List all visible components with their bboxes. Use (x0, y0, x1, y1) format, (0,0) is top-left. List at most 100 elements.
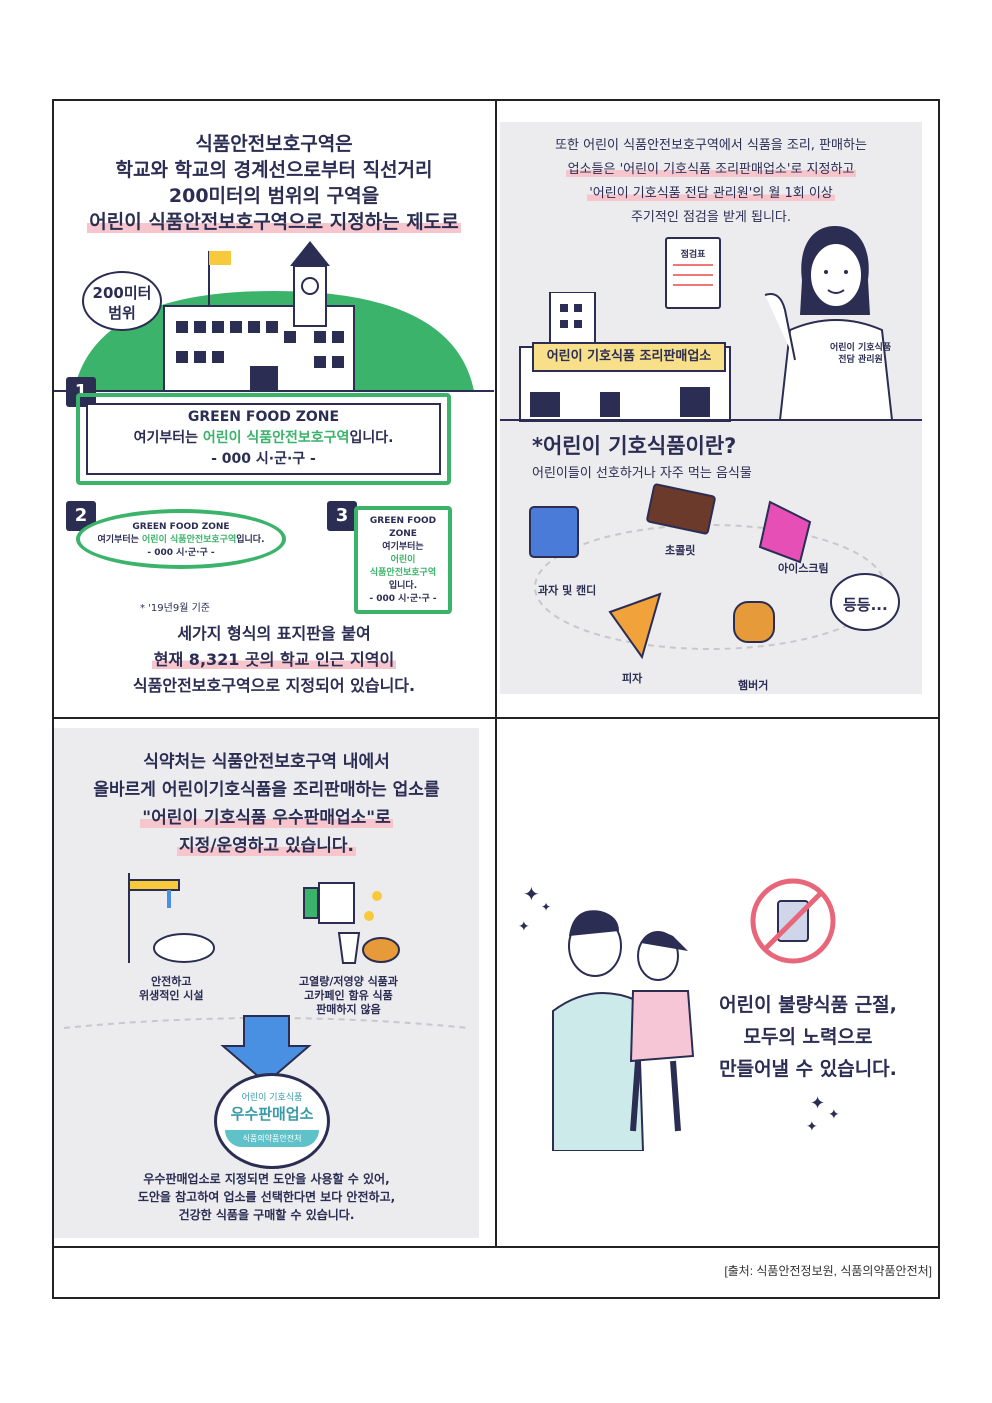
panel-safety-zone: 식품안전보호구역은 학교와 학교의 경계선으로부터 직선거리 200미터의 범위… (54, 101, 494, 716)
sign-title: GREEN FOOD ZONE (187, 409, 340, 425)
bubble-line: 범위 (108, 304, 136, 322)
food-etc-label: 등등... (843, 596, 888, 614)
sign1-frame: GREEN FOOD ZONE 여기부터는 어린이 식품안전보호구역입니다. -… (76, 393, 451, 485)
food-ring (529, 483, 900, 660)
sign-title: GREEN FOOD ZONE (369, 516, 437, 539)
table-divider-bottom (52, 1246, 940, 1248)
source-citation: [출처: 식품안전정보원, 식품의약품안전처] (724, 1264, 932, 1278)
sign-zone-name: 어린이 식품안전보호구역 (202, 430, 350, 446)
manager-line: 어린이 기호식품 (830, 343, 892, 353)
title-line: 식품안전보호구역은 (195, 133, 353, 155)
panel1-title: 식품안전보호구역은 학교와 학교의 경계선으로부터 직선거리 200미터의 범위… (54, 131, 494, 235)
title-line-highlight: 어린이 식품안전보호구역으로 지정하는 제도로 (87, 211, 461, 233)
sign-text: 입니다. (388, 581, 418, 591)
panel3-title: 식약처는 식품안전보호구역 내에서 올바르게 어린이기호식품을 조리판매하는 업… (54, 748, 479, 860)
panel3-bottom-text: 우수판매업소로 지정되면 도안을 사용할 수 있어, 도안을 참고하여 업소를 … (54, 1170, 479, 1224)
caption-no-junk: 고열량/저영양 식품과 고카페인 함유 식품 판매하지 않음 (299, 975, 398, 1017)
sign2-text: GREEN FOOD ZONE 여기부터는 어린이 식품안전보호구역입니다. -… (80, 521, 282, 560)
school-illustration (54, 241, 494, 392)
food-snack-label: 과자 및 캔디 (538, 584, 597, 597)
text-line-highlight: '어린이 기호식품 전담 관리원'의 월 1회 이상 (587, 186, 835, 201)
sign-region: - 000 시·군·구 - (211, 451, 316, 467)
table-divider-middle (52, 717, 940, 719)
sign3-frame: GREEN FOOD ZONE 여기부터는 어린이 식품안전보호구역 입니다. … (354, 506, 452, 614)
bottom-line: 도안을 참고하여 업소를 선택한다면 보다 안전하고, (137, 1190, 396, 1204)
bubble-line: 200미터 (92, 284, 152, 302)
sign-zone-name: 식품안전보호구역 (369, 568, 437, 578)
no-junkfood-icon (303, 882, 400, 964)
down-arrow-icon (220, 1015, 312, 1085)
manager-illustration (764, 226, 894, 420)
checklist-line (673, 274, 713, 276)
title-line: 200미터의 범위의 구역을 (168, 185, 380, 207)
checklist-line (673, 284, 713, 286)
title-line: 올바르게 어린이기호식품을 조리판매하는 업소를 (93, 780, 440, 800)
sign-text: 입니다. (349, 430, 394, 446)
definition-subtitle: 어린이들이 선호하거나 자주 먹는 음식물 (532, 466, 752, 481)
svg-text:✦: ✦ (518, 919, 530, 935)
food-chocolate-label: 초콜릿 (665, 544, 696, 557)
sign2-frame: GREEN FOOD ZONE 여기부터는 어린이 식품안전보호구역입니다. -… (76, 509, 286, 569)
text-line: 또한 어린이 식품안전보호구역에서 식품을 조리, 판매하는 (555, 138, 867, 153)
clock-tower (293, 265, 327, 327)
sparkle-icon: ✦ (828, 1107, 840, 1123)
sparkle-icon: ✦ (523, 882, 540, 906)
checklist-label: 점검표 (680, 250, 706, 260)
bottom-line: 건강한 식품을 구매할 수 있습니다. (178, 1208, 355, 1222)
bottom-line: 세가지 형식의 표지판을 붙여 (177, 624, 371, 643)
svg-text:✦: ✦ (541, 900, 551, 914)
sign1-inner (86, 403, 441, 475)
etc-bubble (830, 573, 900, 631)
emblem-main: 우수판매업소 (230, 1105, 314, 1123)
text-line-highlight: 업소들은 '어린이 기호식품 조리판매업소'로 지정하고 (565, 162, 857, 177)
manager-badge: 어린이 기호식품 전담 관리원 (830, 342, 891, 366)
checklist-clipboard: 점검표 (665, 237, 721, 309)
sign-text: 입니다. (236, 535, 265, 545)
sign-zone-name: 어린이 (390, 555, 416, 565)
text-line: 주기적인 점검을 받게 됩니다. (630, 210, 792, 225)
panel-campaign: ✦ ✦ ✦ 어린이 불량식품 근절, 모두의 노력으로 만들어낼 수 있습니다.… (498, 721, 938, 1245)
sign-title: GREEN FOOD ZONE (132, 522, 230, 532)
bottom-line-highlight: 현재 8,321 곳의 학교 인근 지역이 (151, 650, 397, 669)
emblem-top: 어린이 기호식품 (241, 1093, 303, 1103)
sparkle-icon: ✦ (806, 1119, 818, 1135)
caption-facility: 안전하고 위생적인 시설 (139, 975, 204, 1003)
clock-icon (301, 277, 319, 295)
table-divider-vertical (495, 99, 497, 1247)
caption-line: 안전하고 (151, 975, 192, 988)
food-burger-label: 햄버거 (738, 679, 769, 692)
no-junkfood-sign (750, 878, 836, 964)
definition-title: *어린이 기호식품이란? (532, 434, 737, 458)
caption-line: 위생적인 시설 (139, 989, 204, 1002)
tower-roof (290, 241, 330, 266)
food-pizza-label: 피자 (622, 672, 643, 685)
windows (176, 321, 344, 391)
store-sign: 어린이 기호식품 조리판매업소 (532, 342, 726, 372)
checklist-line (673, 264, 713, 266)
title-line: 학교와 학교의 경계선으로부터 직선거리 (115, 159, 433, 181)
emblem-bottom: 식품의약품안전처 (225, 1130, 319, 1147)
sign-number-1: 1 (66, 377, 96, 407)
panel1-bottom-text: 세가지 형식의 표지판을 붙여 현재 8,321 곳의 학교 인근 지역이 식품… (54, 621, 494, 699)
snack-icon (529, 506, 579, 558)
sign-zone-name: 어린이 식품안전보호구역 (142, 535, 237, 545)
bottom-line: 우수판매업소로 지정되면 도안을 사용할 수 있어, (143, 1172, 390, 1186)
certification-emblem: 어린이 기호식품 우수판매업소 식품의약품안전처 (214, 1073, 330, 1169)
sign-region: - 000 시·군·구 - (147, 548, 215, 558)
panel2-divider (500, 419, 922, 421)
chocolate-icon (646, 483, 716, 535)
message-line: 모두의 노력으로 (743, 1026, 873, 1048)
sign-text: 여기부터는 (97, 535, 143, 545)
title-line: 식약처는 식품안전보호구역 내에서 (143, 752, 390, 772)
bottom-line: 식품안전보호구역으로 지정되어 있습니다. (132, 676, 416, 695)
handwash-icon (128, 873, 215, 963)
arrow-graphic (63, 1015, 470, 1085)
manager-line: 전담 관리원 (838, 355, 883, 365)
message-line: 어린이 불량식품 근절, (719, 994, 897, 1016)
sign-region: - 000 시·군·구 - (369, 594, 437, 604)
title-line-highlight: 지정/운영하고 있습니다. (177, 836, 356, 856)
sign-text: 여기부터는 (382, 542, 424, 552)
caption-line: 고카페인 함유 식품 (304, 989, 393, 1002)
panel-excellent-store: 식약처는 식품안전보호구역 내에서 올바르게 어린이기호식품을 조리판매하는 업… (54, 728, 479, 1238)
food-icecream-label: 아이스크림 (778, 562, 829, 575)
